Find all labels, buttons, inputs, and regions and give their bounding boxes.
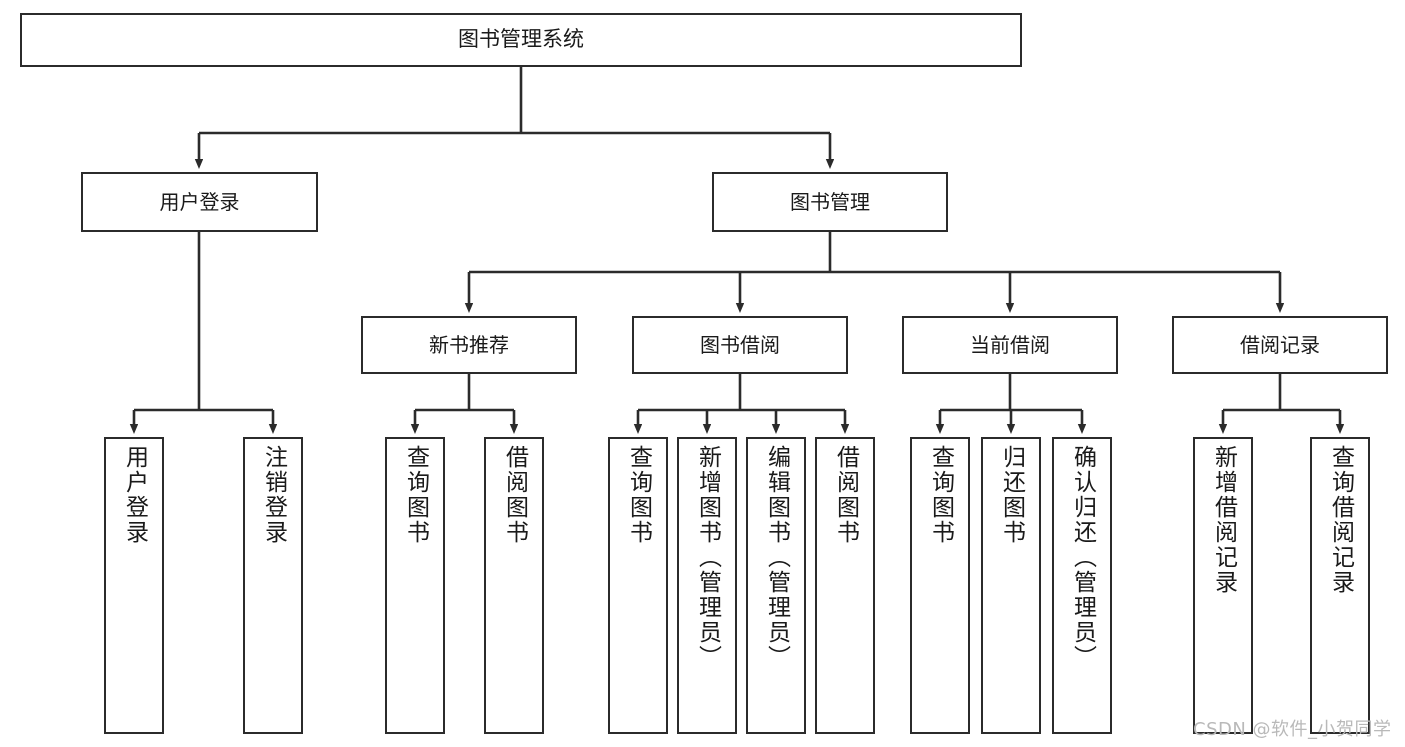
node-root[interactable]: 图书管理系统 (20, 13, 1022, 67)
node-current-borrow[interactable]: 当前借阅 (902, 316, 1118, 374)
node-book-manage[interactable]: 图书管理 (712, 172, 948, 232)
csdn-watermark: CSDN @软件_小贺同学 (1193, 719, 1392, 740)
leaf-borrow-book-1-label: 借阅图书 (501, 445, 528, 545)
leaf-query-record[interactable]: 查询借阅记录 (1310, 437, 1370, 734)
leaf-logout-label: 注销登录 (260, 445, 287, 545)
leaf-borrow-book-2[interactable]: 借阅图书 (815, 437, 875, 734)
leaf-add-book[interactable]: 新增图书（管理员） (677, 437, 737, 734)
node-new-book-rec[interactable]: 新书推荐 (361, 316, 577, 374)
node-user-login-label: 用户登录 (159, 189, 240, 214)
leaf-query-book-2-label: 查询图书 (625, 445, 652, 545)
node-book-borrow[interactable]: 图书借阅 (632, 316, 848, 374)
leaf-add-record[interactable]: 新增借阅记录 (1193, 437, 1253, 734)
node-user-login[interactable]: 用户登录 (81, 172, 318, 232)
leaf-query-book-3[interactable]: 查询图书 (910, 437, 970, 734)
leaf-query-book-1-label: 查询图书 (402, 445, 429, 545)
node-book-borrow-label: 图书借阅 (700, 332, 780, 357)
leaf-confirm-return[interactable]: 确认归还（管理员） (1052, 437, 1112, 734)
node-new-book-rec-label: 新书推荐 (429, 332, 509, 357)
leaf-query-book-2[interactable]: 查询图书 (608, 437, 668, 734)
leaf-query-record-label: 查询借阅记录 (1327, 445, 1354, 595)
leaf-user-login[interactable]: 用户登录 (104, 437, 164, 734)
leaf-return-book[interactable]: 归还图书 (981, 437, 1041, 734)
leaf-borrow-book-2-label: 借阅图书 (832, 445, 859, 545)
leaf-add-record-label: 新增借阅记录 (1210, 445, 1237, 595)
leaf-add-book-label: 新增图书（管理员） (694, 445, 721, 670)
leaf-return-book-label: 归还图书 (998, 445, 1025, 545)
leaf-edit-book[interactable]: 编辑图书（管理员） (746, 437, 806, 734)
leaf-logout[interactable]: 注销登录 (243, 437, 303, 734)
leaf-query-book-1[interactable]: 查询图书 (385, 437, 445, 734)
node-borrow-record[interactable]: 借阅记录 (1172, 316, 1388, 374)
leaf-user-login-label: 用户登录 (121, 445, 148, 545)
leaf-query-book-3-label: 查询图书 (927, 445, 954, 545)
leaf-confirm-return-label: 确认归还（管理员） (1069, 445, 1096, 670)
node-book-manage-label: 图书管理 (790, 189, 870, 214)
node-root-label: 图书管理系统 (458, 27, 584, 52)
leaf-edit-book-label: 编辑图书（管理员） (763, 445, 790, 670)
node-current-borrow-label: 当前借阅 (970, 332, 1050, 357)
node-borrow-record-label: 借阅记录 (1240, 332, 1320, 357)
leaf-borrow-book-1[interactable]: 借阅图书 (484, 437, 544, 734)
